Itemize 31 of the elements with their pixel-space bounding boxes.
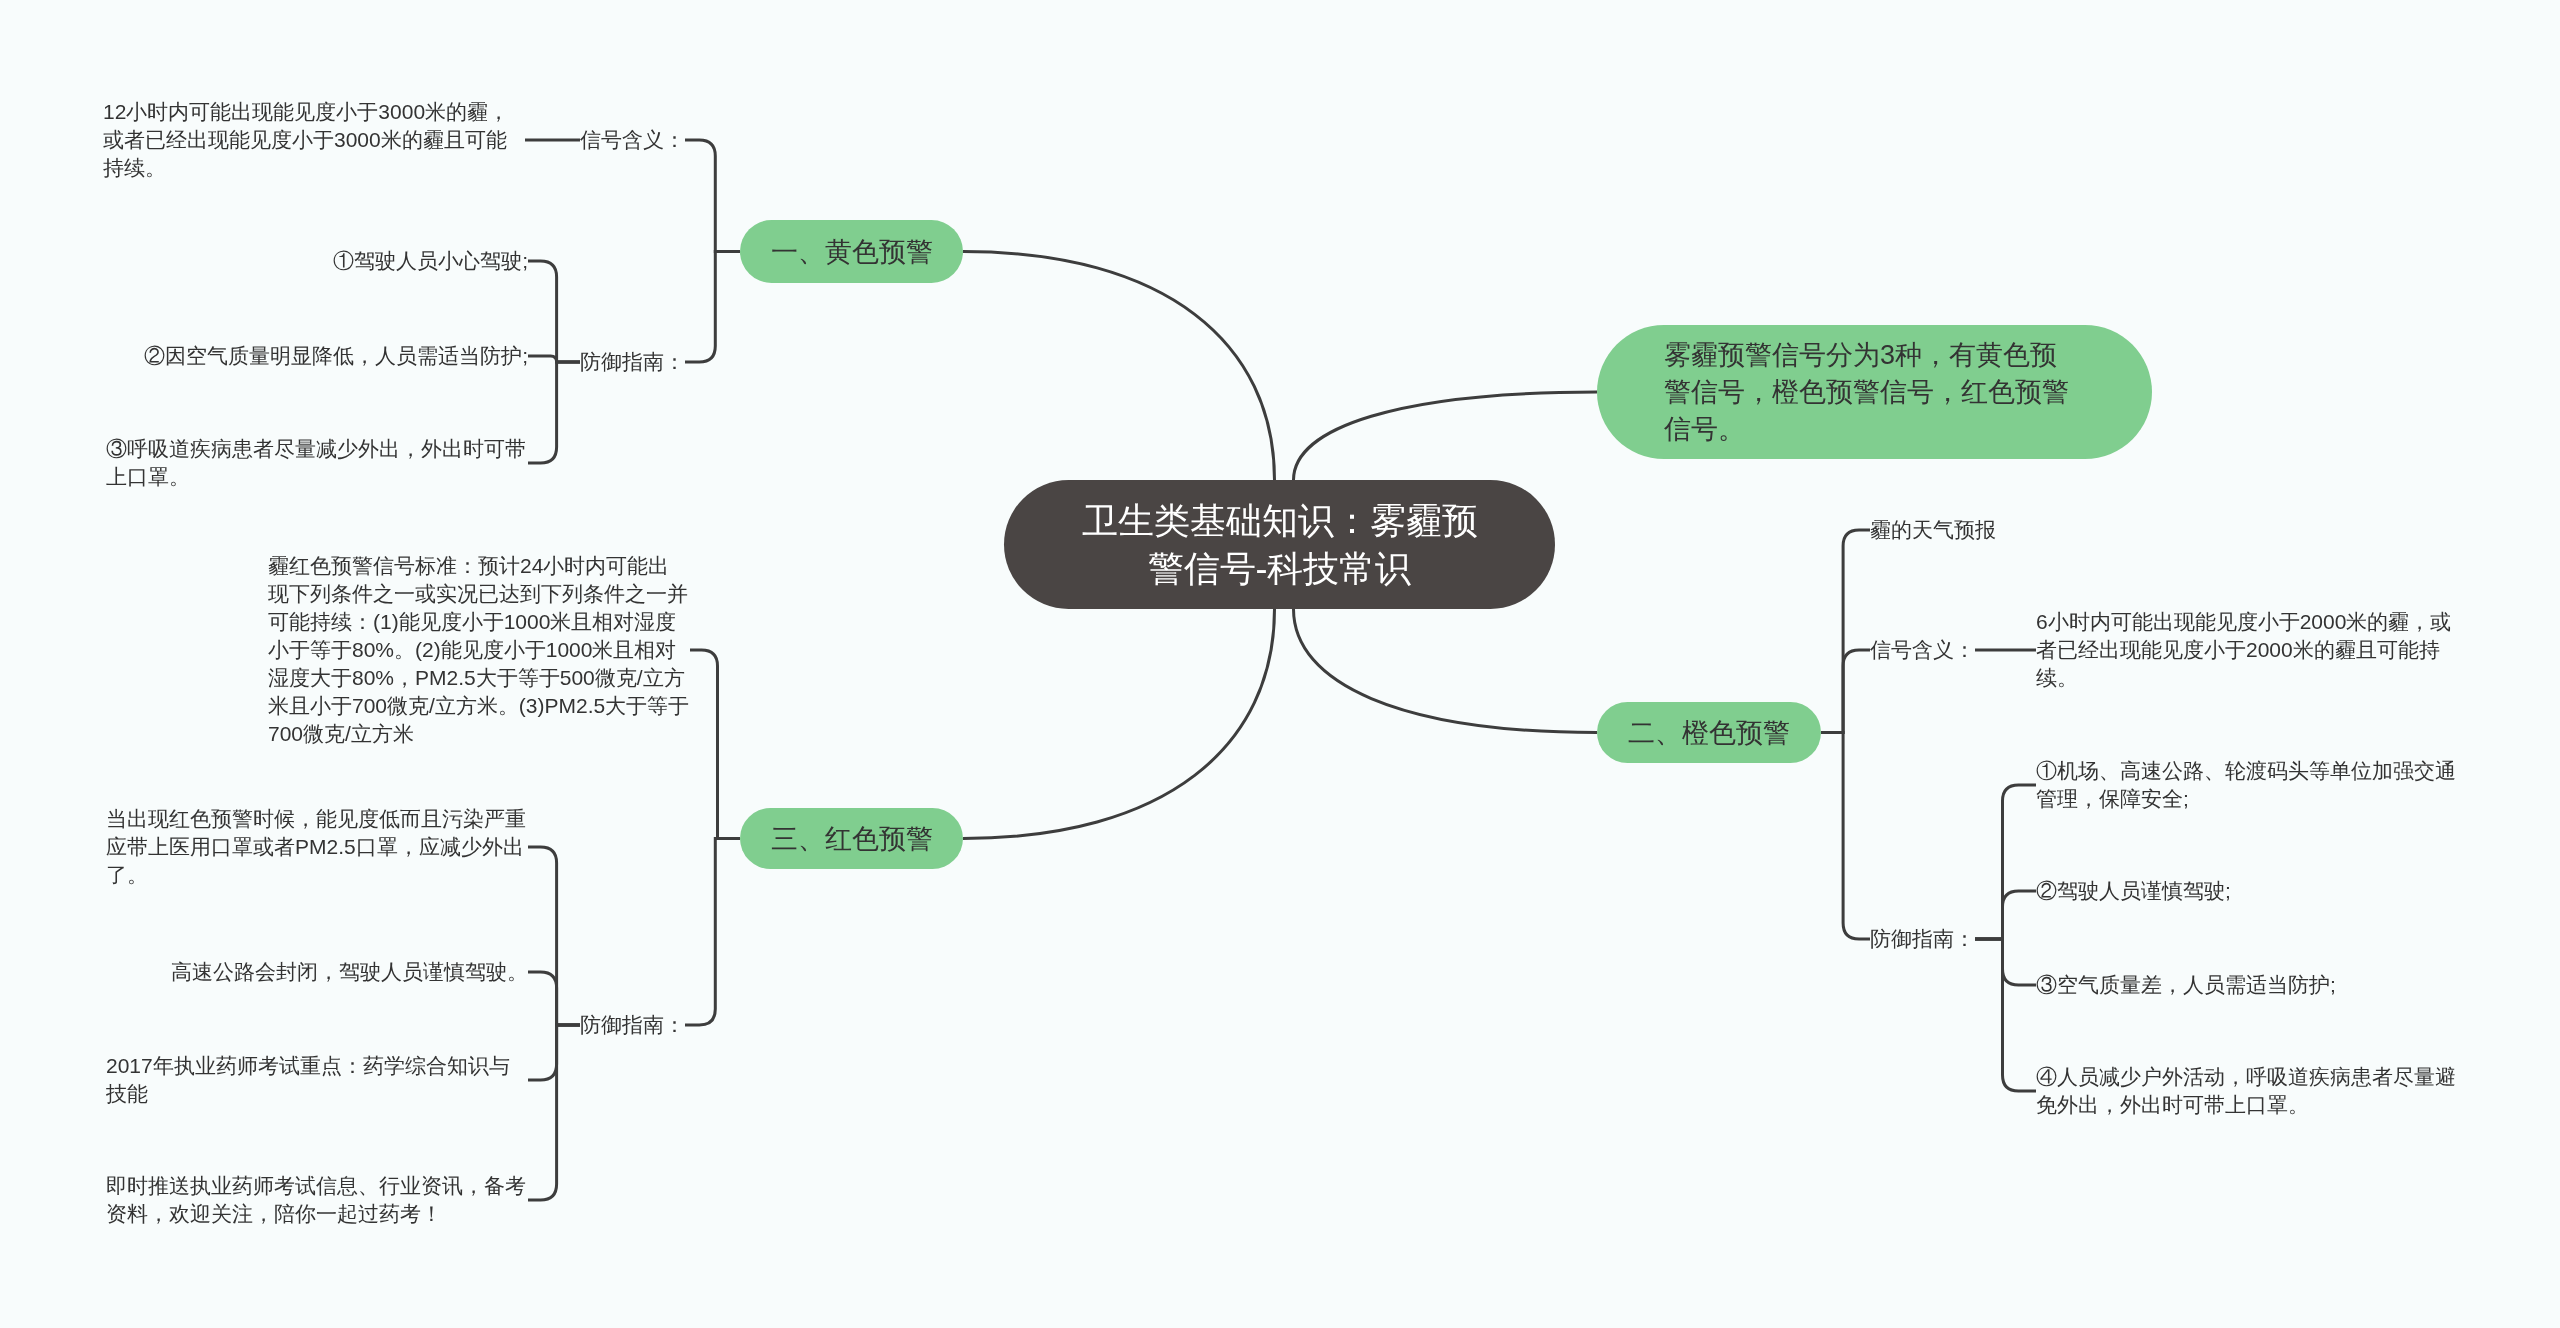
note-text: 6小时内可能出现能见度小于2000米的霾，或者已经出现能见度小于2000米的霾且可能持续。 [2036, 608, 2461, 692]
subtopic-label: 防御指南： [580, 1011, 685, 1039]
note-text: 即时推送执业药师考试信息、行业资讯，备考资料，欢迎关注，陪你一起过药考！ [106, 1172, 528, 1228]
connector-line [1292, 390, 1598, 481]
connector-line [525, 138, 580, 142]
subtopic-label: 信号含义： [1870, 636, 1975, 664]
note-text: ③呼吸道疾病患者尽量减少外出，外出时可带上口罩。 [106, 435, 528, 491]
note-text: ①机场、高速公路、轮渡码头等单位加强交通管理，保障安全; [2036, 757, 2461, 813]
note-text: 当出现红色预警时候，能见度低而且污染严重应带上医用口罩或者PM2.5口罩，应减少外出了。 [106, 805, 528, 889]
branch-topic-pill: 一、黄色预警 [740, 220, 963, 283]
note-text: ②因空气质量明显降低，人员需适当防护; [144, 342, 528, 370]
connector-line [962, 250, 1276, 481]
subtopic-label: 霾的天气预报 [1870, 516, 1996, 544]
branch-topic-pill: 二、橙色预警 [1597, 702, 1821, 763]
note-text: ①驾驶人员小心驾驶; [333, 247, 528, 275]
note-text: ②驾驶人员谨慎驾驶; [2036, 877, 2231, 905]
note-text: ③空气质量差，人员需适当防护; [2036, 971, 2336, 999]
note-text: 高速公路会封闭，驾驶人员谨慎驾驶。 [171, 958, 528, 986]
connector-line [1292, 608, 1598, 734]
subtopic-label: 防御指南： [580, 348, 685, 376]
connector-line [1975, 648, 2036, 652]
branch-topic-pill: 三、红色预警 [740, 808, 963, 869]
note-text: 2017年执业药师考试重点：药学综合知识与技能 [106, 1052, 528, 1108]
note-text: ④人员减少户外活动，呼吸道疾病患者尽量避免外出，外出时可带上口罩。 [2036, 1063, 2461, 1119]
subtopic-label: 信号含义： [580, 126, 685, 154]
central-topic-pill: 卫生类基础知识：雾霾预警信号-科技常识 [1004, 480, 1555, 609]
note-text: 霾红色预警信号标准：预计24小时内可能出现下列条件之一或实况已达到下列条件之一并可能持续：(1)能见度小于1000米且相对湿度小于等于80%。(2)能见度小于1000米且相对湿度大于80%，PM2.5大于等于500微克/立方米且小于700微克/立方米。(3)PM2.5大于等于700微克/立方米 [268, 552, 690, 748]
note-pill: 雾霾预警信号分为3种，有黄色预警信号，橙色预警信号，红色预警信号。 [1597, 325, 2152, 459]
note-text: 12小时内可能出现能见度小于3000米的霾，或者已经出现能见度小于3000米的霾且可能持续。 [103, 98, 525, 182]
connector-line [962, 608, 1276, 840]
subtopic-label: 防御指南： [1870, 925, 1975, 953]
